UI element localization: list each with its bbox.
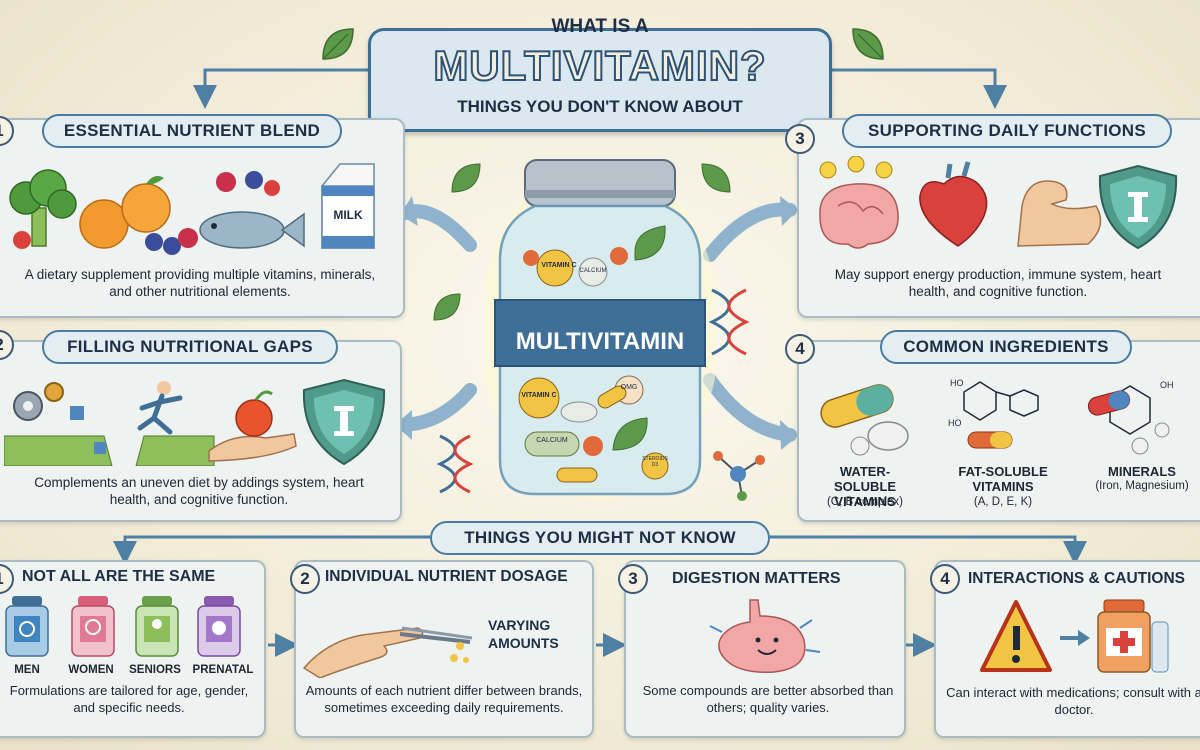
- shield-icon: [1098, 164, 1178, 250]
- panel-title: NOT ALL ARE THE SAME: [22, 568, 216, 585]
- section-title: THINGS YOU MIGHT NOT KNOW: [430, 521, 770, 555]
- dna-icon: [436, 434, 474, 494]
- jar-pill-label: VITAMIN C: [541, 262, 577, 269]
- multivitamin-jar: [485, 159, 715, 500]
- panel-number: 4: [785, 334, 815, 364]
- leaf-icon: [451, 163, 481, 193]
- jar-pill-label: VITAMIN C: [521, 392, 557, 399]
- panel-common-ingredients: [797, 340, 1200, 522]
- berries-icon: [145, 171, 280, 255]
- svg-text:OH: OH: [1160, 380, 1174, 390]
- panel-description: Complements an uneven diet by addings sy…: [34, 475, 364, 507]
- lightbulb-icon: [819, 156, 893, 179]
- shield-icon: [302, 378, 386, 466]
- ingredient-sub: (Iron, Magnesium): [1095, 480, 1189, 492]
- seniors-bottle-icon: [135, 596, 179, 657]
- leaf-icon: [852, 28, 884, 60]
- panel-title: INDIVIDUAL NUTRIENT DOSAGE: [325, 568, 568, 585]
- prenatal-bottle-icon: [197, 596, 241, 657]
- panel-title: ESSENTIAL NUTRIENT BLEND: [42, 114, 342, 148]
- panel-digestion-matters: [624, 560, 906, 738]
- header-subtitle: THINGS YOU DON'T KNOW ABOUT: [457, 97, 743, 116]
- leaf-icon: [322, 28, 354, 60]
- ingredient-title: WATER-SOLUBLE VITAMINS: [833, 464, 897, 509]
- stomach-icon: [709, 599, 821, 673]
- jar-pill-label: CALCIUM: [536, 437, 568, 444]
- panel-title: DIGESTION MATTERS: [672, 570, 841, 587]
- page-title: MULTIVITAMIN?: [432, 41, 767, 90]
- ingredient-title: FAT-SOLUBLE VITAMINS: [958, 464, 1048, 494]
- panel-description: Formulations are tailored for age, gende…: [9, 683, 249, 715]
- panel-number: 3: [785, 124, 815, 154]
- foods-illustration: [9, 163, 375, 255]
- fish-icon: [199, 211, 305, 249]
- panel-number: 3: [618, 564, 648, 594]
- panel-number: 2: [290, 564, 320, 594]
- caution-medication-illustration: [980, 599, 1169, 673]
- leaf-icon: [701, 163, 731, 193]
- brain-icon: [819, 183, 899, 249]
- panel-description: A dietary supplement providing multiple …: [24, 267, 376, 299]
- hand-tweezers-illustration: [302, 626, 473, 678]
- body-functions-illustration: [819, 156, 1178, 250]
- supplement-bottles-illustration: [5, 596, 241, 657]
- bottle-label-men: MEN: [14, 664, 40, 676]
- panel-description: May support energy production, immune sy…: [834, 267, 1162, 299]
- dosage-callout: VARYING AMOUNTS: [488, 617, 559, 651]
- dna-icon: [708, 288, 750, 356]
- panel-title: FILLING NUTRITIONAL GAPS: [42, 330, 338, 364]
- person-jumping-icon: [137, 381, 183, 435]
- bottle-label-prenatal: PRENATAL: [192, 664, 254, 676]
- panel-number: 4: [930, 564, 960, 594]
- milk-label: MILK: [333, 208, 363, 222]
- medicine-bottle-icon: [1097, 599, 1169, 673]
- strawberry-icon: [13, 231, 31, 249]
- ingredient-title: MINERALS: [1108, 464, 1176, 479]
- women-bottle-icon: [71, 596, 115, 657]
- gear-icon: [13, 382, 64, 421]
- jar-pill-label: OMG: [620, 384, 638, 391]
- leaf-icon: [433, 293, 461, 321]
- muscle-arm-icon: [1017, 180, 1102, 247]
- header-banner: [368, 28, 832, 132]
- panel-description: Some compounds are better absorbed than …: [642, 683, 894, 715]
- header-line1: WHAT IS A: [551, 16, 649, 37]
- panel-description: Can interact with medications; consult w…: [946, 685, 1200, 717]
- orange-icon: [79, 176, 171, 249]
- hand-with-apple-icon: [208, 390, 297, 462]
- bottle-label-seniors: SENIORS: [129, 664, 181, 676]
- molecule-icon: [713, 451, 765, 501]
- heart-icon: [919, 175, 988, 247]
- molecule-structure-icon: HO HO: [948, 378, 1039, 449]
- svg-text:HO: HO: [948, 418, 962, 428]
- panel-description: Amounts of each nutrient differ between …: [305, 683, 583, 715]
- panel-title: COMMON INGREDIENTS: [880, 330, 1132, 364]
- panel-title: SUPPORTING DAILY FUNCTIONS: [842, 114, 1172, 148]
- jar-pill-label: CALCIUM: [579, 268, 607, 274]
- capsule-icon: [820, 384, 909, 456]
- bottle-label-women: WOMEN: [68, 664, 114, 676]
- jar-pill-label: STEROIDS D3: [642, 456, 668, 468]
- mineral-molecule-icon: OH: [1087, 380, 1174, 455]
- milk-carton-icon: [321, 163, 375, 249]
- jar-label: MULTIVITAMIN: [515, 328, 685, 355]
- ingredient-sub: (A, D, E, K): [973, 496, 1033, 508]
- panel-title: INTERACTIONS & CAUTIONS: [968, 570, 1185, 587]
- svg-text:HO: HO: [950, 378, 964, 388]
- capsules-tablets-illustration: HO HO OH: [820, 378, 1174, 456]
- ingredient-sub: (C, B complex): [826, 496, 904, 508]
- men-bottle-icon: [5, 596, 49, 657]
- broccoli-icon: [9, 169, 77, 247]
- warning-triangle-icon: [980, 600, 1052, 672]
- nutritional-gap-illustration: [4, 378, 386, 466]
